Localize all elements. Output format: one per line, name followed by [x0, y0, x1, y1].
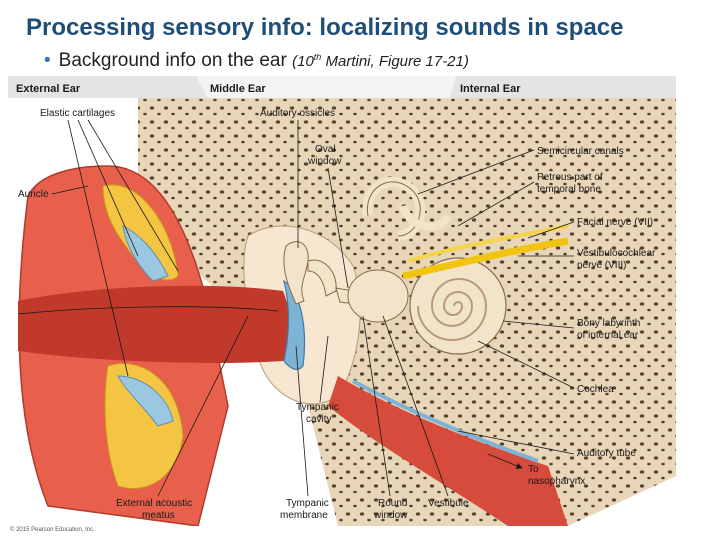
label-vestibulocochlear-2: nerve (VIII)	[577, 260, 626, 271]
leader-cochlea	[477, 340, 575, 389]
leader-external-meatus	[157, 315, 249, 497]
leader-tympanic-cavity	[319, 335, 329, 403]
bullet-item: • Background info on the ear (10th Martin…	[44, 50, 469, 72]
leader-bony-labyrinth	[502, 320, 575, 329]
leader-elastic-cartilages	[67, 119, 179, 377]
incus-shape	[307, 259, 337, 297]
citation-close: Martini, Figure 17-21)	[321, 53, 469, 70]
label-oval-window-2: window	[307, 156, 342, 167]
label-auditory-ossicles: Auditory ossicles	[260, 108, 335, 119]
cartilage-lower-shape	[104, 363, 184, 490]
tympanic-membrane-shape	[283, 279, 306, 370]
label-tympanic-cavity-2: cavity	[306, 414, 332, 425]
semicircular-canal-1-outline	[367, 181, 421, 237]
bullet-dot-icon: •	[44, 50, 51, 71]
label-elastic-cartilages: Elastic cartilages	[40, 108, 115, 119]
label-tympanic-membrane-1: Tympanic	[286, 498, 329, 509]
section-internal-ear: Internal Ear	[460, 83, 521, 95]
label-vestibulocochlear-1: Vestibulocochlear	[577, 248, 656, 259]
copyright-notice: © 2015 Pearson Education, Inc.	[10, 527, 95, 533]
leader-semicircular-canals	[417, 149, 535, 195]
arrow-to-nasopharynx	[487, 453, 523, 469]
leader-petrous	[457, 181, 535, 227]
label-petrous-2: temporal bone	[537, 184, 601, 195]
elastic-cartilage-lower-shape	[117, 375, 174, 427]
slide-title: Processing sensory info: localizing soun…	[26, 14, 624, 41]
label-tympanic-cavity-1: Tympanic	[296, 402, 339, 413]
elastic-cartilage-shape	[122, 225, 169, 282]
label-petrous-1: Petrous part of	[537, 172, 603, 183]
label-auditory-tube: Auditory tube	[577, 448, 636, 459]
bullet-text: Background info on the ear	[58, 50, 287, 71]
label-bony-labyrinth-1: Bony labyrinth	[577, 318, 640, 329]
label-oval-window-1: Oval	[315, 144, 336, 155]
label-bony-labyrinth-2: of internal ear	[577, 330, 639, 341]
malleus-shape	[283, 241, 309, 305]
label-external-meatus-2: meatus	[142, 510, 175, 521]
cochlea-spiral	[417, 278, 488, 341]
auditory-tube-lining	[352, 379, 539, 463]
leader-oval-window	[327, 167, 349, 289]
ear-diagram-svg: External Ear Middle Ear Internal Ear Ela…	[8, 76, 676, 526]
leader-facial-nerve	[527, 221, 575, 239]
citation-sup: th	[313, 52, 322, 62]
section-middle-ear: Middle Ear	[210, 83, 266, 95]
label-facial-nerve: Facial nerve (VII)	[577, 217, 653, 228]
leader-round-window	[362, 315, 391, 497]
vestibulocochlear-nerve-shape	[402, 237, 569, 280]
label-to-nasopharynx-2: nasopharynx	[528, 476, 585, 487]
citation: (10th Martini, Figure 17-21)	[292, 52, 469, 70]
label-semicircular-canals: Semicircular canals	[537, 146, 624, 157]
label-tympanic-membrane-2: membrane	[280, 510, 328, 521]
semicircular-canal-2	[399, 204, 452, 231]
label-to-nasopharynx-1: To	[528, 464, 539, 475]
label-vestibule: Vestibule	[428, 498, 469, 509]
citation-open: (10	[292, 53, 314, 70]
leader-auditory-tube	[457, 430, 575, 455]
section-external-ear: External Ear	[16, 83, 81, 95]
auditory-tube-shape	[328, 376, 568, 526]
cartilage-upper-shape	[102, 184, 179, 281]
temporal-bone-shape	[138, 98, 676, 526]
leader-auricle	[51, 185, 89, 195]
label-auricle: Auricle	[18, 189, 49, 200]
canal-highlight	[17, 306, 279, 315]
label-round-window-1: Round	[378, 498, 407, 509]
leader-tympanic-membrane	[295, 345, 309, 497]
external-acoustic-meatus-shape	[18, 285, 291, 363]
cochlea-shape	[409, 257, 507, 355]
facial-nerve-shape	[407, 224, 569, 263]
label-external-meatus-1: External acoustic	[116, 498, 192, 509]
ear-anatomy-figure: External Ear Middle Ear Internal Ear Ela…	[8, 76, 676, 526]
vestibule-shape	[347, 269, 409, 323]
label-round-window-2: window	[373, 510, 408, 521]
leader-vestibule	[382, 315, 449, 497]
label-cochlea: Cochlea	[577, 384, 614, 395]
